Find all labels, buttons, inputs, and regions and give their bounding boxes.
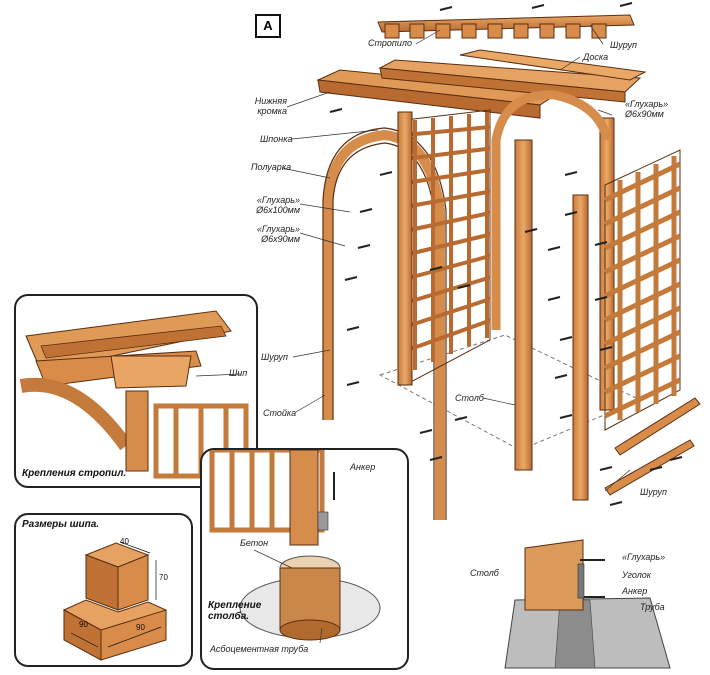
label-base-pipe: Труба [640,602,665,612]
label-base-post: Столб [470,568,499,578]
label-screw-top: Шуруп [610,40,637,50]
dim-40: 40 [120,537,129,546]
bolt-mark [379,171,393,176]
lattice-rail [603,257,682,299]
caption-post-mounting: Крепление столба. [208,600,262,622]
lattice-rail [404,189,491,209]
label-base-corner: Уголок [622,570,652,580]
label-lag-100: «Глухарь» Ø6х100мм [256,195,300,215]
leader-lines [281,24,631,492]
lattice-rail [404,125,491,137]
bolt-mark [599,466,613,471]
lattice-rail [603,281,682,323]
lattice-rail [404,168,491,185]
lattice-rail [603,233,682,275]
lattice-rail [603,161,682,203]
lattice-rail [603,353,682,395]
label-concrete: Бетон [240,538,269,548]
bolt-mark [594,241,608,246]
bolt-mark [524,228,538,233]
label-lag-right: «Глухарь» Ø6х90мм [625,99,669,119]
label-post: Столб [455,393,484,403]
bolt-mark [669,456,683,461]
bolt-mark [564,211,578,216]
bolt-mark [559,336,573,341]
label-stand: Стойка [263,408,297,418]
lattice-rail [603,305,682,347]
lattice-rail [404,232,491,257]
bolt-mark [609,501,623,506]
lattice-rail [404,254,491,281]
top-slats [377,14,635,39]
right-arch [491,90,612,330]
bolt-mark [419,429,433,434]
label-lag-90: «Глухарь» Ø6х90мм [256,224,300,244]
bolt-mark [554,374,568,379]
bolt-mark [564,171,578,176]
lattice-rail [603,185,682,227]
bolt-mark [359,208,373,213]
label-base-lag: «Глухарь» [622,552,666,562]
dim-90-left: 90 [79,620,88,629]
label-key: Шпонка [260,134,293,144]
bolt-mark [429,456,443,461]
label-base-anchor: Анкер [622,586,648,596]
bolt-mark [344,276,358,281]
lattice-rail [404,297,491,329]
label-screw-mid: Шуруп [261,352,288,362]
label-half-arch: Полуарка [251,162,292,172]
fasteners [329,2,683,506]
label-rafter: Стропило [368,38,412,48]
label-tenon: Шип [229,368,248,378]
bolt-mark [559,414,573,419]
bolt-mark [599,346,613,351]
dim-90-right: 90 [136,623,145,632]
dim-70: 70 [159,573,168,582]
caption-tenon-size: Размеры шипа. [22,519,100,530]
base-detail [504,539,671,669]
bolt-mark [594,296,608,301]
bolt-mark [649,466,663,471]
label-screw-right: Шуруп [640,487,667,497]
bolt-mark [439,6,453,11]
label-anchor: Анкер [350,462,376,472]
bolt-mark [547,296,561,301]
bolt-mark [346,326,360,331]
lattice-rail [404,275,491,305]
left-lattice-grid [404,112,491,370]
lattice-rail [603,209,682,251]
lattice-rail [603,329,682,371]
lattice-rail [603,377,682,419]
label-pipe: Асбоцементная труба [210,644,309,654]
right-lattice-grid [603,156,682,420]
bolt-mark [454,416,468,421]
diagram-badge: A [255,14,281,38]
bolt-mark [346,381,360,386]
label-board: Доска [583,52,609,62]
bolt-mark [547,246,561,251]
bolt-mark [619,2,633,7]
inset-tenon-size: Размеры шипа. 40 70 90 90 [14,513,193,667]
posts [397,111,615,501]
label-lower-edge: Нижняя кромка [254,96,287,116]
lattice-rail [404,211,491,233]
bolt-mark [429,266,443,271]
caption-rafter-mounting: Крепления стропил. [22,468,127,479]
bolt-mark [531,4,545,9]
bolt-mark [457,284,471,289]
lattice-rail [404,146,491,161]
bolt-mark [357,244,371,249]
lattice-rail [404,318,491,353]
inset-post-mounting: Анкер Бетон Крепление столба. Асбоцемент… [200,448,409,670]
bolt-mark [329,108,343,113]
bottom-rails [604,397,701,496]
